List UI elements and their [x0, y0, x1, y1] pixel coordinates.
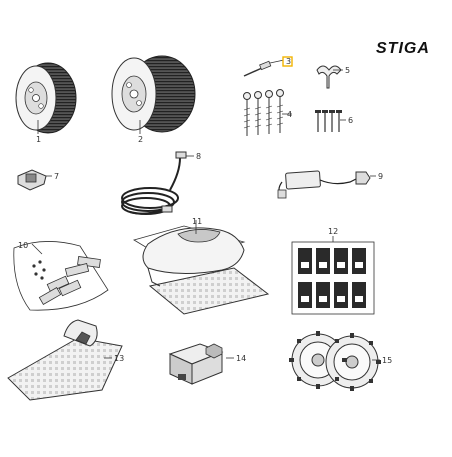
- callout-13: 13: [114, 354, 124, 363]
- part-15-wheels: [289, 331, 381, 391]
- stiga-logo: STIGA: [376, 40, 438, 60]
- part-1-wire-spool-small: [15, 62, 77, 134]
- part-2-wire-spool-large: [111, 55, 196, 134]
- highlight-box: [282, 56, 293, 67]
- callout-10: 10: [18, 241, 28, 250]
- callout-6: 6: [348, 116, 353, 125]
- callout-2: 2: [138, 135, 143, 144]
- part-6-short-pegs: [315, 110, 346, 132]
- part-13-charging-base: [7, 319, 123, 401]
- part-4-pegs: [243, 89, 292, 136]
- callout-11: 11: [192, 217, 202, 226]
- part-5-guide-clip: [316, 65, 343, 89]
- callout-12: 12: [328, 227, 338, 236]
- callout-14: 14: [236, 354, 246, 363]
- callout-5: 5: [345, 66, 350, 75]
- callout-8: 8: [196, 152, 201, 161]
- part-10-blade-kit: [13, 241, 109, 311]
- part-11-robot-mower-and-station: [132, 220, 270, 315]
- part-7-wire-joint: [17, 169, 52, 191]
- part-9-power-supply: [277, 170, 376, 199]
- part-14-charging-module: [168, 343, 234, 385]
- part-12-label-sheet: [291, 236, 375, 315]
- part-8-extension-cable: [121, 151, 194, 215]
- brand-name: STIGA: [376, 40, 430, 57]
- part-3-wire-connector: [243, 56, 293, 77]
- callout-9: 9: [378, 172, 383, 181]
- callout-labels: 1 2 3 4 5 6 7 8 9 10 11 12 13 14 15: [18, 57, 392, 365]
- callout-4: 4: [287, 110, 292, 119]
- callout-1: 1: [36, 135, 41, 144]
- callout-15: 15: [382, 356, 392, 365]
- callout-3: 3: [286, 57, 291, 66]
- callout-7: 7: [54, 172, 59, 181]
